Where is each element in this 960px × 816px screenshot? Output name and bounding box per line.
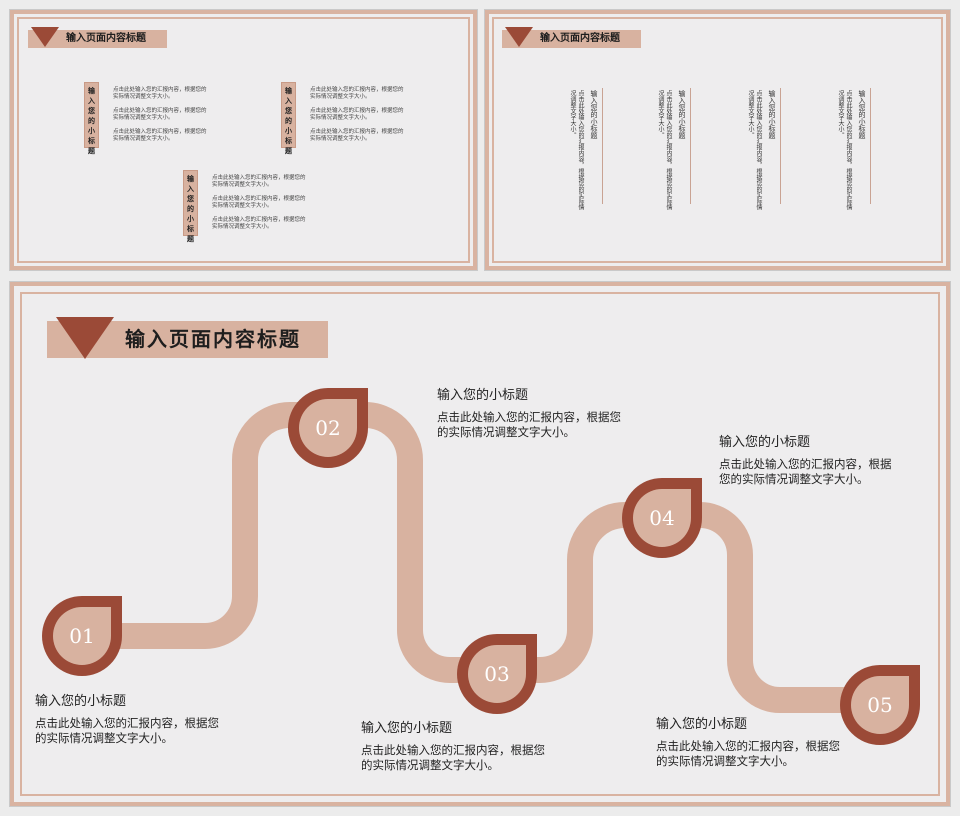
subtitle-label: 输入您的小标题 bbox=[84, 82, 99, 155]
slide-main[interactable]: 输入页面内容标题 bbox=[9, 281, 951, 807]
step-description: 点击此处输入您的汇报内容，根据您的实际情况调整文字大小。 bbox=[437, 410, 621, 439]
column-title: 输入您的小标题 bbox=[768, 90, 776, 139]
step-title: 输入您的小标题 bbox=[437, 388, 529, 403]
step-title: 输入您的小标题 bbox=[656, 717, 748, 732]
step-description: 点击此处输入您的汇报内容，根据您的实际情况调整文字大小。 bbox=[35, 716, 219, 745]
description-text: 点击此处输入您的汇报内容，根据您的实际情况调整文字大小。 bbox=[113, 108, 207, 121]
marker-inner bbox=[53, 607, 111, 665]
slide-border bbox=[17, 17, 470, 263]
column-description: 点击此处输入您的汇报内容，根据您的实际情况调整文字大小。 bbox=[747, 90, 762, 210]
step-title: 输入您的小标题 bbox=[35, 694, 127, 709]
step-marker-3: 03 bbox=[457, 634, 537, 714]
step-number: 02 bbox=[315, 416, 340, 440]
slide-border bbox=[492, 17, 943, 263]
marker-inner bbox=[633, 489, 691, 547]
step-description: 点击此处输入您的汇报内容，根据您的实际情况调整文字大小。 bbox=[656, 739, 840, 768]
description-text: 点击此处输入您的汇报内容，根据您的实际情况调整文字大小。 bbox=[310, 87, 404, 100]
slide-title: 输入页面内容标题 bbox=[502, 30, 641, 48]
triangle-icon bbox=[31, 27, 59, 47]
divider-line bbox=[690, 88, 691, 204]
divider-line bbox=[780, 88, 781, 204]
slide-border bbox=[20, 292, 940, 796]
triangle-icon bbox=[56, 317, 114, 359]
step-marker-1: 01 bbox=[42, 596, 122, 676]
column-description: 点击此处输入您的汇报内容，根据您的实际情况调整文字大小。 bbox=[837, 90, 852, 210]
description-text: 点击此处输入您的汇报内容，根据您的实际情况调整文字大小。 bbox=[310, 108, 404, 121]
column-title: 输入您的小标题 bbox=[590, 90, 598, 139]
step-title: 输入您的小标题 bbox=[361, 721, 453, 736]
column-title: 输入您的小标题 bbox=[678, 90, 686, 139]
step-number: 01 bbox=[69, 624, 94, 648]
step-number: 04 bbox=[649, 506, 674, 530]
column-title: 输入您的小标题 bbox=[858, 90, 866, 139]
triangle-icon bbox=[505, 27, 533, 47]
description-text: 点击此处输入您的汇报内容，根据您的实际情况调整文字大小。 bbox=[113, 87, 207, 100]
description-text: 点击此处输入您的汇报内容，根据您的实际情况调整文字大小。 bbox=[212, 217, 306, 230]
slide-title: 输入页面内容标题 bbox=[28, 30, 167, 48]
subtitle-label: 输入您的小标题 bbox=[183, 170, 198, 243]
step-marker-2: 02 bbox=[288, 388, 368, 468]
column-description: 点击此处输入您的汇报内容，根据您的实际情况调整文字大小。 bbox=[569, 90, 584, 210]
description-text: 点击此处输入您的汇报内容，根据您的实际情况调整文字大小。 bbox=[212, 196, 306, 209]
step-marker-5: 05 bbox=[840, 665, 920, 745]
marker-inner bbox=[468, 645, 526, 703]
divider-line bbox=[870, 88, 871, 204]
slide-thumbnail-2[interactable]: 输入页面内容标题 bbox=[484, 9, 951, 271]
divider-line bbox=[602, 88, 603, 204]
step-description: 点击此处输入您的汇报内容，根据您的实际情况调整文字大小。 bbox=[361, 743, 545, 772]
column-description: 点击此处输入您的汇报内容，根据您的实际情况调整文字大小。 bbox=[657, 90, 672, 210]
description-text: 点击此处输入您的汇报内容，根据您的实际情况调整文字大小。 bbox=[113, 129, 207, 142]
marker-inner bbox=[299, 399, 357, 457]
marker-inner bbox=[851, 676, 909, 734]
winding-road bbox=[82, 402, 880, 713]
subtitle-label: 输入您的小标题 bbox=[281, 82, 296, 155]
step-description: 点击此处输入您的汇报内容，根据您的实际情况调整文字大小。 bbox=[719, 457, 892, 486]
step-number: 05 bbox=[867, 693, 892, 717]
step-marker-4: 04 bbox=[622, 478, 702, 558]
description-text: 点击此处输入您的汇报内容，根据您的实际情况调整文字大小。 bbox=[310, 129, 404, 142]
step-title: 输入您的小标题 bbox=[719, 435, 811, 450]
step-number: 03 bbox=[484, 662, 509, 686]
description-text: 点击此处输入您的汇报内容，根据您的实际情况调整文字大小。 bbox=[212, 175, 306, 188]
